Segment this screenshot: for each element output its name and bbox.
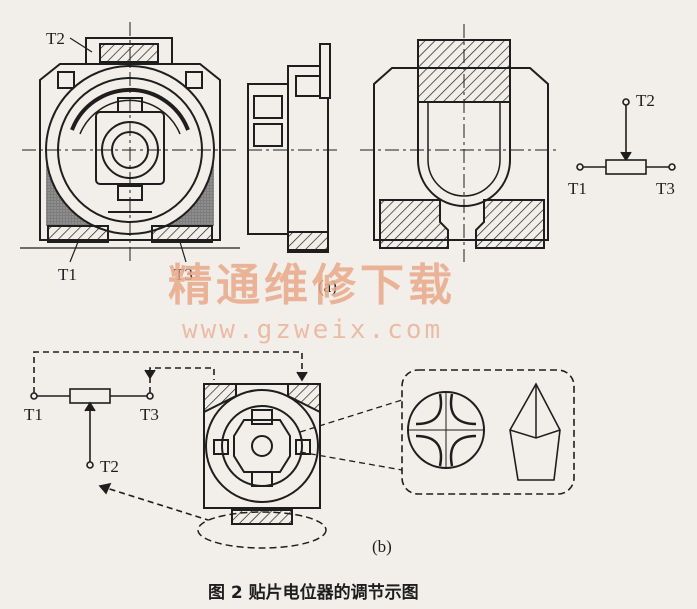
label-t1-b: T1 (24, 405, 43, 424)
label-t2-symbol: T2 (636, 91, 655, 110)
component-top-view (197, 383, 403, 549)
figure-caption: 图 2 贴片电位器的调节示图 (208, 582, 419, 603)
adjustment-detail-panel (401, 369, 575, 495)
resistor-symbol-b (30, 351, 308, 521)
label-part-a: (a) (318, 277, 337, 296)
label-t1-symbol: T1 (568, 179, 587, 198)
label-t2-front: T2 (46, 29, 65, 48)
watermark-url: www.gzweix.com (182, 315, 443, 345)
front-view (20, 22, 240, 263)
watermark-text: 精通维修下载 (168, 260, 456, 311)
label-t1-front: T1 (58, 265, 77, 284)
label-t2-b: T2 (100, 457, 119, 476)
section-view (360, 24, 560, 262)
label-t3-symbol: T3 (656, 179, 675, 198)
label-t3-front: T3 (174, 265, 193, 284)
side-view (247, 43, 340, 253)
label-part-b: (b) (372, 537, 392, 556)
label-t3-b: T3 (140, 405, 159, 424)
resistor-symbol-a (576, 98, 676, 175)
